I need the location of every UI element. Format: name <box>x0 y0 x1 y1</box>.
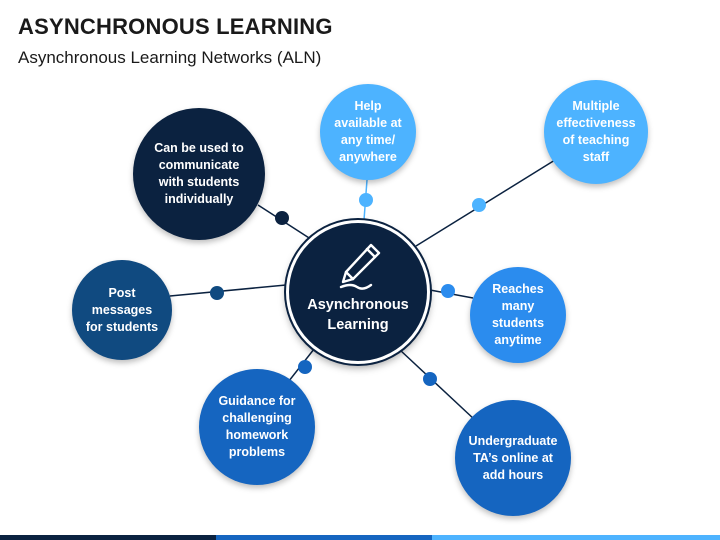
center-label: Asynchronous Learning <box>307 297 409 333</box>
node-communicate: Can be used to communicate with students… <box>133 108 265 240</box>
page-subtitle: Asynchronous Learning Networks (ALN) <box>18 48 322 67</box>
connector-dot-help <box>359 193 373 207</box>
center-node: Asynchronous Learning <box>286 220 430 364</box>
bottom-accent-bar <box>0 535 720 540</box>
connector-dot-reaches <box>441 284 455 298</box>
connector-dot-undergrad <box>423 372 437 386</box>
connector-dot-guidance <box>298 360 312 374</box>
connector-dot-communicate <box>275 211 289 225</box>
node-reaches: Reaches many students anytime <box>470 267 566 363</box>
pencil-signature-icon <box>339 243 381 290</box>
node-post: Post messages for students <box>72 260 172 360</box>
node-effectiveness: Multiple effectiveness of teaching staff <box>544 80 648 184</box>
node-undergrad: Undergraduate TA’s online at add hours <box>455 400 571 516</box>
node-guidance: Guidance for challenging homework proble… <box>199 369 315 485</box>
connector-undergrad <box>399 349 476 421</box>
node-help: Help available at any time/ anywhere <box>320 84 416 180</box>
connector-post <box>169 284 287 297</box>
page-title: ASYNCHRONOUS LEARNING <box>18 14 333 39</box>
connector-dot-effectiveness <box>472 198 486 212</box>
connector-dot-post <box>210 286 224 300</box>
